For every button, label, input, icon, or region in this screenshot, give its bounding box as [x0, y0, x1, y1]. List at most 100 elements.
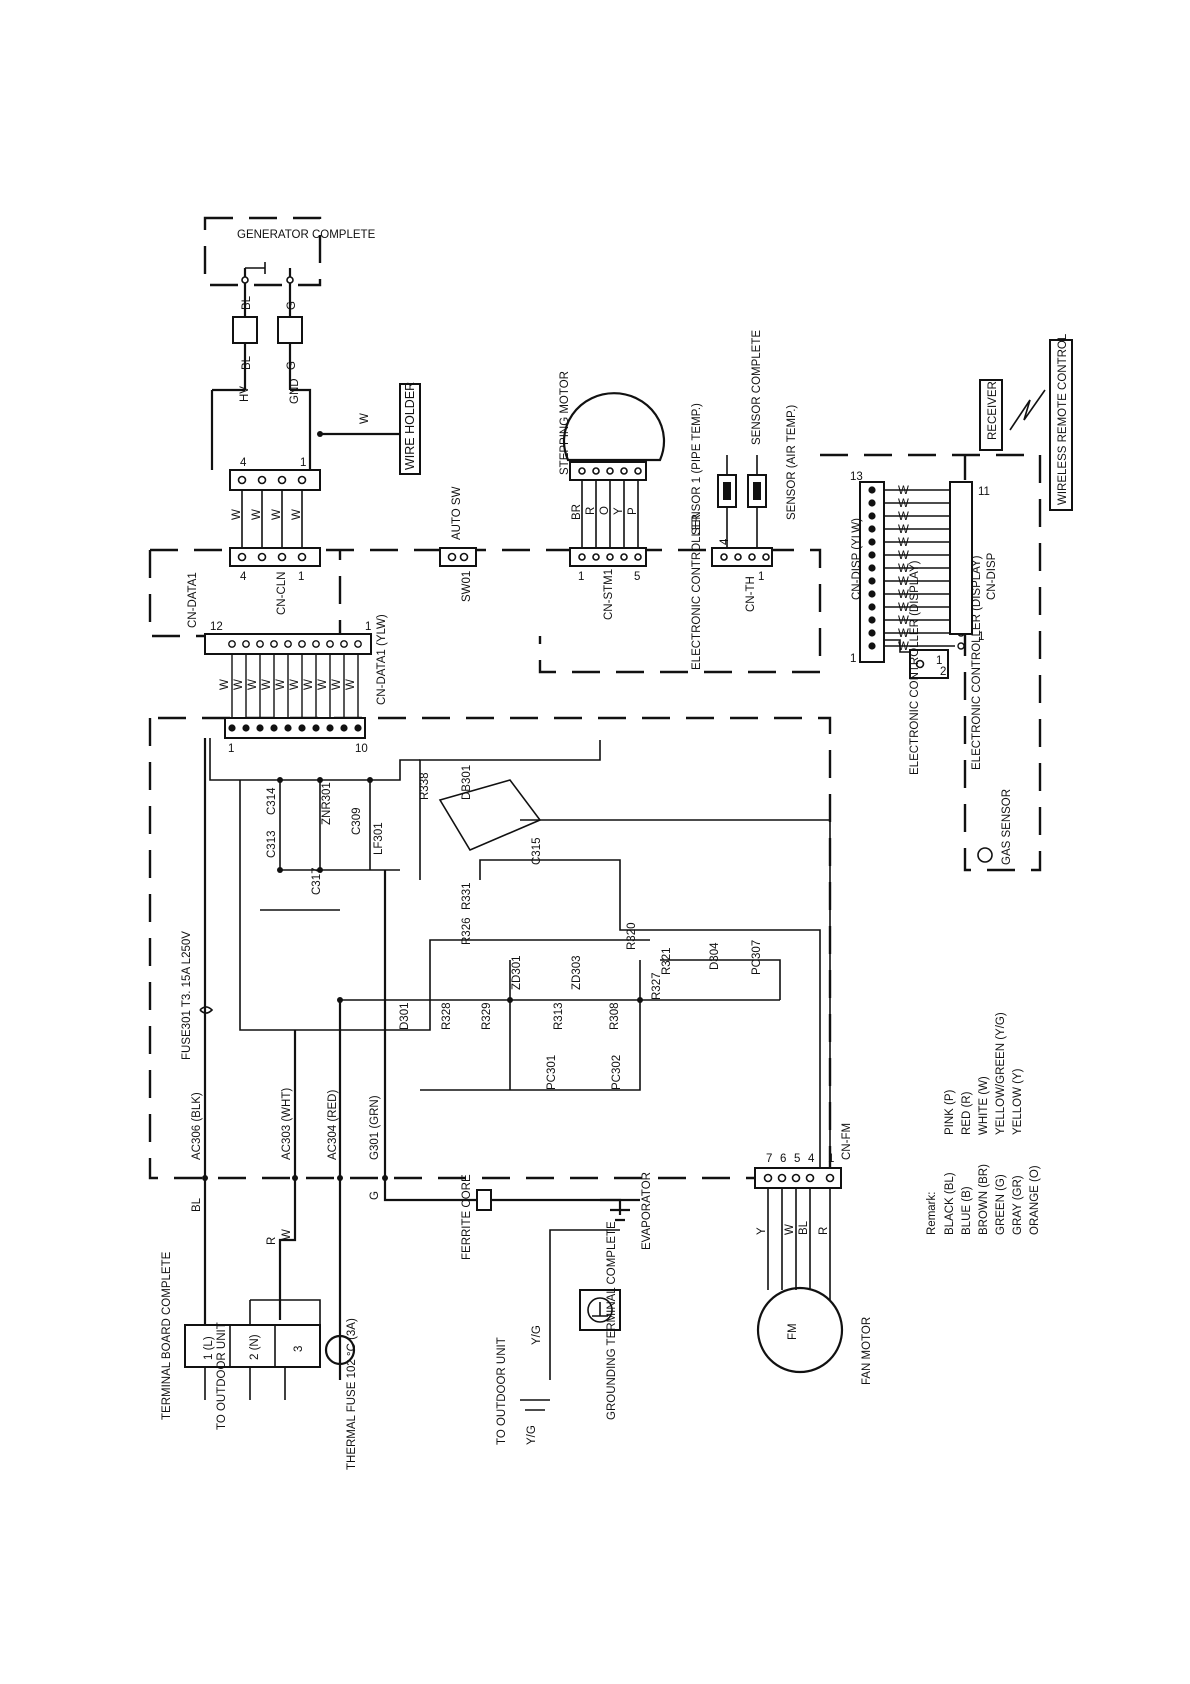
fan-motor-circle: [756, 1286, 844, 1374]
cn-data1-pin: [270, 640, 278, 648]
cn-disp-pin: [868, 616, 876, 624]
power-circuit: C314 C313 ZNR301 C309 LF301 R338 DB301 C…: [209, 738, 831, 1180]
gas-sensor: GAS SENSOR: [977, 789, 1013, 865]
line-w: W: [281, 1229, 293, 1240]
cln-pin-1: 1: [298, 571, 304, 583]
cn-disp-wire-tag: W: [898, 615, 909, 627]
r331-label: R331: [461, 883, 473, 911]
cln-w1: W: [231, 509, 243, 520]
sensor1-label: SENSOR 1 (PIPE TEMP.): [691, 403, 703, 535]
fm-pin-5: 5: [794, 1153, 800, 1165]
gen-pin-1: 1: [300, 457, 306, 469]
stepping-motor: STEPPING MOTOR BR R O Y P 1 5 CN-STM1: [559, 371, 666, 620]
receiver-label: RECEIVER: [987, 381, 999, 440]
hv-label: HV: [239, 386, 251, 402]
cln-pin-4: 4: [240, 571, 247, 583]
holder-wire-w: W: [359, 413, 371, 424]
cn-data1-wire-tag: W: [331, 679, 343, 690]
cn-data1-pin: [298, 640, 306, 648]
ferrite-core-label: FERRITE CORE: [461, 1174, 473, 1260]
d304-label: D304: [709, 942, 721, 970]
cn-data1-bot-pin: [340, 724, 348, 732]
d301-label: D301: [399, 1003, 411, 1031]
cn-disp-wire-tag: W: [898, 602, 909, 614]
receiver-remote: RECEIVER WIRELESS REMOTE CONTROL: [979, 333, 1073, 511]
cn-fm-label: CN-FM: [841, 1123, 853, 1160]
c317-label: C317: [311, 868, 323, 896]
stm-wire-p: P: [627, 507, 639, 515]
display-small-connector: 1 2 ELECTRONIC CONTROLLER (DISPLAY) ELEC…: [884, 555, 983, 775]
stm-wire-o: O: [599, 506, 611, 515]
remark-color-item: BLUE (B): [961, 1186, 973, 1235]
to-outdoor-unit-2: TO OUTDOOR UNIT: [496, 1337, 508, 1445]
auto-switch-body[interactable]: [439, 547, 477, 567]
cn-data1-bot-pin: [354, 724, 362, 732]
cn-disp-wire-tag: W: [898, 537, 909, 549]
pc307-label: PC307: [751, 940, 763, 975]
generator-label-1: GENERATOR COMPLETE: [237, 229, 376, 241]
terminal-board-label: TERMINAL BOARD COMPLETE: [161, 1251, 173, 1420]
stm-pin-1: 1: [578, 571, 584, 583]
cn-th-label: CN-TH: [745, 576, 757, 612]
th-pin-1: 1: [758, 571, 764, 583]
cn-disp-wire-tag: W: [898, 563, 909, 575]
cn-data1-pin: [284, 640, 292, 648]
data-bot-pin-1: 1: [228, 743, 234, 755]
g301-label: G301 (GRN): [369, 1095, 381, 1160]
small-pin-2: 2: [940, 666, 946, 678]
gen-pin-4: 4: [240, 457, 247, 469]
fm-wire-w: W: [784, 1224, 796, 1235]
fm-pin-1: 1: [828, 1153, 834, 1165]
remark-color-item: WHITE (W): [978, 1076, 990, 1135]
cn-data1-pin: [242, 640, 250, 648]
thermal-fuse-symbol: [324, 1334, 356, 1366]
cn-data1-wire-tag: W: [261, 679, 273, 690]
cn-disp-bot-pin: [957, 642, 965, 650]
cn-disp-pin: [868, 642, 876, 650]
r338-label: R338: [419, 773, 431, 801]
cn-disp-wire-tag: W: [898, 641, 909, 653]
cn-disp-wire-tag: W: [898, 511, 909, 523]
cln-w4: W: [291, 509, 303, 520]
fm-label: FM: [787, 1323, 799, 1340]
sensor-complete-label: SENSOR COMPLETE: [751, 330, 763, 445]
th-pin-4: 4: [719, 538, 731, 545]
sw01-label: SW01: [461, 571, 473, 602]
gen-wire-g-2: G: [286, 361, 298, 370]
auto-sw-label: AUTO SW: [451, 486, 463, 540]
terminal-board: TERMINAL BOARD COMPLETE 1 (L) 2 (N) 3 TO…: [161, 1251, 358, 1470]
fan-motor-label: FAN MOTOR: [861, 1317, 873, 1385]
cn-disp-pin: [868, 525, 876, 533]
r320-label: R320: [626, 923, 638, 951]
wire-holder-box: [399, 383, 421, 475]
ferrite-evaporator: FERRITE CORE EVAPORATOR: [461, 1172, 653, 1380]
fm-pin-6: 6: [780, 1153, 786, 1165]
ec-display-label: ELECTRONIC CONTROLLER (DISPLAY): [971, 555, 983, 770]
stm-pin-5: 5: [634, 571, 640, 583]
cn-data1-pin: [256, 640, 264, 648]
evaporator-label: EVAPORATOR: [641, 1172, 653, 1250]
cn-disp-pin: [868, 577, 876, 585]
cn-disp-wire-tag: W: [898, 485, 909, 497]
data-pin-12: 12: [210, 621, 223, 633]
lf301-label: LF301: [373, 822, 385, 855]
cn-data1-pin: [312, 640, 320, 648]
ac-lines: FUSE301 T3. 15A L250V AC306 (BLK) AC303 …: [181, 738, 622, 1380]
data-pin-1: 1: [365, 621, 371, 633]
cn-data1-wire-tag: W: [317, 679, 329, 690]
cn-data1-pin: [326, 640, 334, 648]
wireless-remote-label: WIRELESS REMOTE CONTROL: [1057, 333, 1069, 505]
cn-disp-wire-tag: W: [898, 524, 909, 536]
cn-disp-label: CN-DISP: [986, 552, 998, 600]
cn-data1-pin: [228, 640, 236, 648]
zd301-label: ZD301: [511, 955, 523, 990]
cn-data1-wire-tag: W: [289, 679, 301, 690]
gen-wire-bl: BL: [241, 295, 253, 310]
r308-label: R308: [609, 1003, 621, 1031]
cn-data1-wire-tag: W: [303, 679, 315, 690]
disp-bot-pin-11: 11: [978, 486, 990, 498]
cn-data1-bot-pin: [298, 724, 306, 732]
cn-disp-pin: [868, 486, 876, 494]
